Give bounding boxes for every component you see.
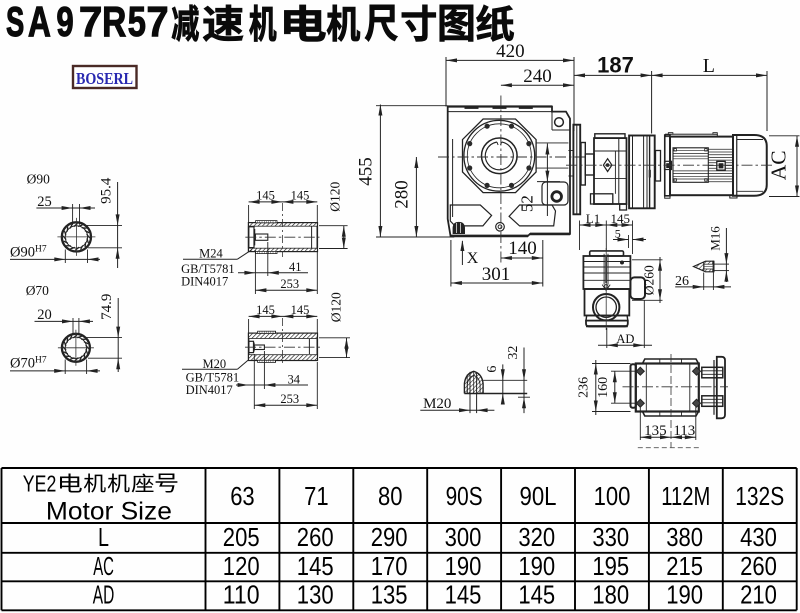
svg-text:GB/T5781: GB/T5781 [181,262,234,276]
svg-text:290: 290 [371,524,408,552]
svg-text:AD: AD [93,582,115,610]
svg-text:145: 145 [256,188,275,202]
svg-text:145: 145 [611,211,631,226]
svg-text:52: 52 [518,195,537,212]
svg-text:DIN4017: DIN4017 [181,274,228,288]
svg-text:Motor Size: Motor Size [46,497,172,525]
svg-text:240: 240 [523,66,552,87]
svg-text:AC: AC [93,553,114,581]
svg-text:160: 160 [596,377,611,398]
svg-text:6: 6 [485,366,500,373]
svg-text:X: X [467,250,479,267]
svg-text:140: 140 [508,238,537,259]
svg-text:90L: 90L [520,483,557,511]
svg-text:34: 34 [287,372,300,386]
svg-text:110: 110 [223,582,260,610]
svg-text:26: 26 [675,274,689,289]
svg-text:YE2: YE2 [23,471,57,497]
svg-text:95.4: 95.4 [99,177,115,204]
svg-text:135: 135 [644,423,667,439]
svg-text:M24: M24 [199,247,223,261]
svg-text:L: L [98,524,109,552]
svg-text:120: 120 [223,553,260,581]
svg-text:Ø120: Ø120 [328,182,343,212]
svg-text:330: 330 [592,524,629,552]
svg-text:Ø120: Ø120 [329,292,344,322]
svg-text:195: 195 [592,553,629,581]
svg-text:300: 300 [445,524,482,552]
svg-text:455: 455 [356,157,377,186]
svg-text:113: 113 [673,423,695,439]
svg-text:63: 63 [230,483,255,511]
svg-text:145: 145 [445,582,482,610]
svg-text:BOSERL: BOSERL [76,69,133,88]
svg-text:260: 260 [297,524,334,552]
svg-text:210: 210 [740,582,777,610]
svg-text:112M: 112M [661,483,710,511]
svg-text:Ø90: Ø90 [27,172,50,187]
svg-text:236: 236 [577,377,592,398]
svg-text:380: 380 [666,524,703,552]
svg-text:145: 145 [291,303,310,317]
svg-text:130: 130 [297,582,334,610]
svg-text:135: 135 [371,582,408,610]
svg-text:M20: M20 [423,396,451,412]
svg-text:180: 180 [592,582,629,610]
svg-text:301: 301 [482,264,511,285]
svg-text:80: 80 [378,483,403,511]
svg-text:GB/T5781: GB/T5781 [186,371,239,385]
svg-text:132S: 132S [735,483,784,511]
svg-text:145: 145 [291,188,310,202]
svg-text:M20: M20 [203,357,227,371]
svg-text:320: 320 [518,524,555,552]
svg-text:145: 145 [256,303,275,317]
svg-text:25: 25 [37,194,52,210]
svg-text:253: 253 [280,392,299,406]
svg-text:5: 5 [615,227,621,241]
svg-text:L: L [703,55,715,77]
svg-text:20: 20 [37,307,52,323]
svg-text:AD: AD [616,332,634,346]
svg-text:430: 430 [740,524,777,552]
svg-text:145: 145 [297,553,334,581]
svg-text:187: 187 [597,53,634,78]
svg-text:205: 205 [223,524,260,552]
svg-text:32: 32 [506,346,521,360]
svg-text:Ø70: Ø70 [26,283,49,298]
svg-text:215: 215 [666,553,703,581]
svg-text:190: 190 [445,553,482,581]
svg-text:Ø260: Ø260 [642,265,657,295]
svg-text:420: 420 [496,41,525,62]
svg-text:41: 41 [289,260,302,274]
svg-text:170: 170 [371,553,408,581]
svg-text:L1: L1 [586,211,600,226]
svg-text:260: 260 [740,553,777,581]
svg-text:DIN4017: DIN4017 [186,383,233,397]
svg-text:190: 190 [518,553,555,581]
svg-text:100: 100 [594,483,631,511]
svg-text:74.9: 74.9 [99,294,115,320]
svg-text:280: 280 [392,180,413,209]
svg-text:190: 190 [666,582,703,610]
svg-text:253: 253 [280,277,299,291]
svg-text:90S: 90S [446,483,483,511]
svg-text:145: 145 [518,582,555,610]
svg-text:M16: M16 [708,226,723,251]
svg-text:71: 71 [304,483,329,511]
